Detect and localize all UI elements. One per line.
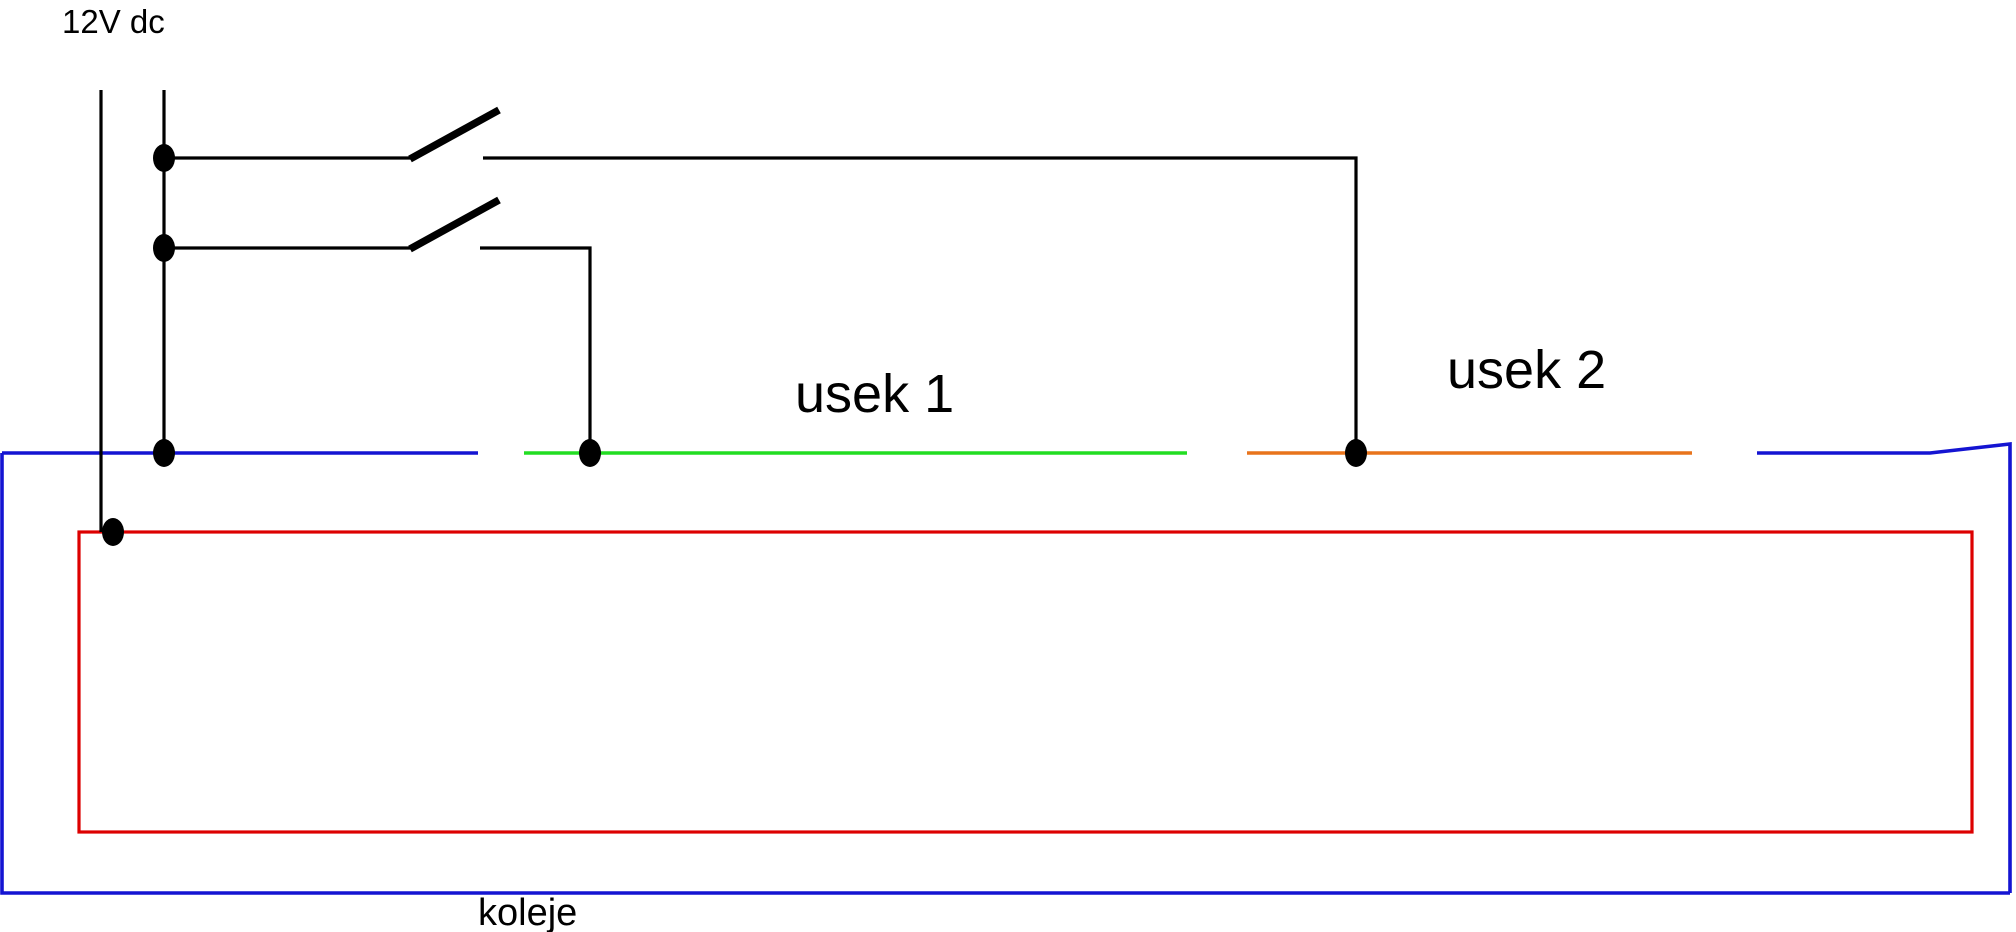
switch-2-blade[interactable] (408, 196, 501, 253)
junction-dot-section-2-feed (1345, 439, 1367, 467)
blue-bus-loop (0, 453, 2010, 895)
junction-dot-switch-1-tap (153, 144, 175, 172)
junction-dot-bus-tap (153, 439, 175, 467)
label-track: koleje (478, 892, 577, 932)
track-bus-blue (0, 441, 2012, 895)
blue-bus-right-segment (1757, 441, 2012, 893)
label-section-1: usek 1 (795, 364, 954, 424)
switch-2-group[interactable] (164, 196, 592, 453)
switch-1-output-wire-to-section-2 (483, 156, 1358, 453)
junction-dot-return-tap (102, 518, 124, 546)
switch-1-blade[interactable] (408, 106, 501, 163)
switch-2-output-wire-to-section-1 (480, 246, 592, 453)
label-section-2: usek 2 (1447, 340, 1606, 400)
junction-dots (102, 144, 1367, 546)
return-rail-red-rectangle (77, 530, 1974, 834)
junction-dot-switch-2-tap (153, 234, 175, 262)
label-supply-voltage: 12V dc (62, 3, 165, 40)
switch-1-group[interactable] (164, 106, 1358, 453)
junction-dot-section-1-feed (579, 439, 601, 467)
